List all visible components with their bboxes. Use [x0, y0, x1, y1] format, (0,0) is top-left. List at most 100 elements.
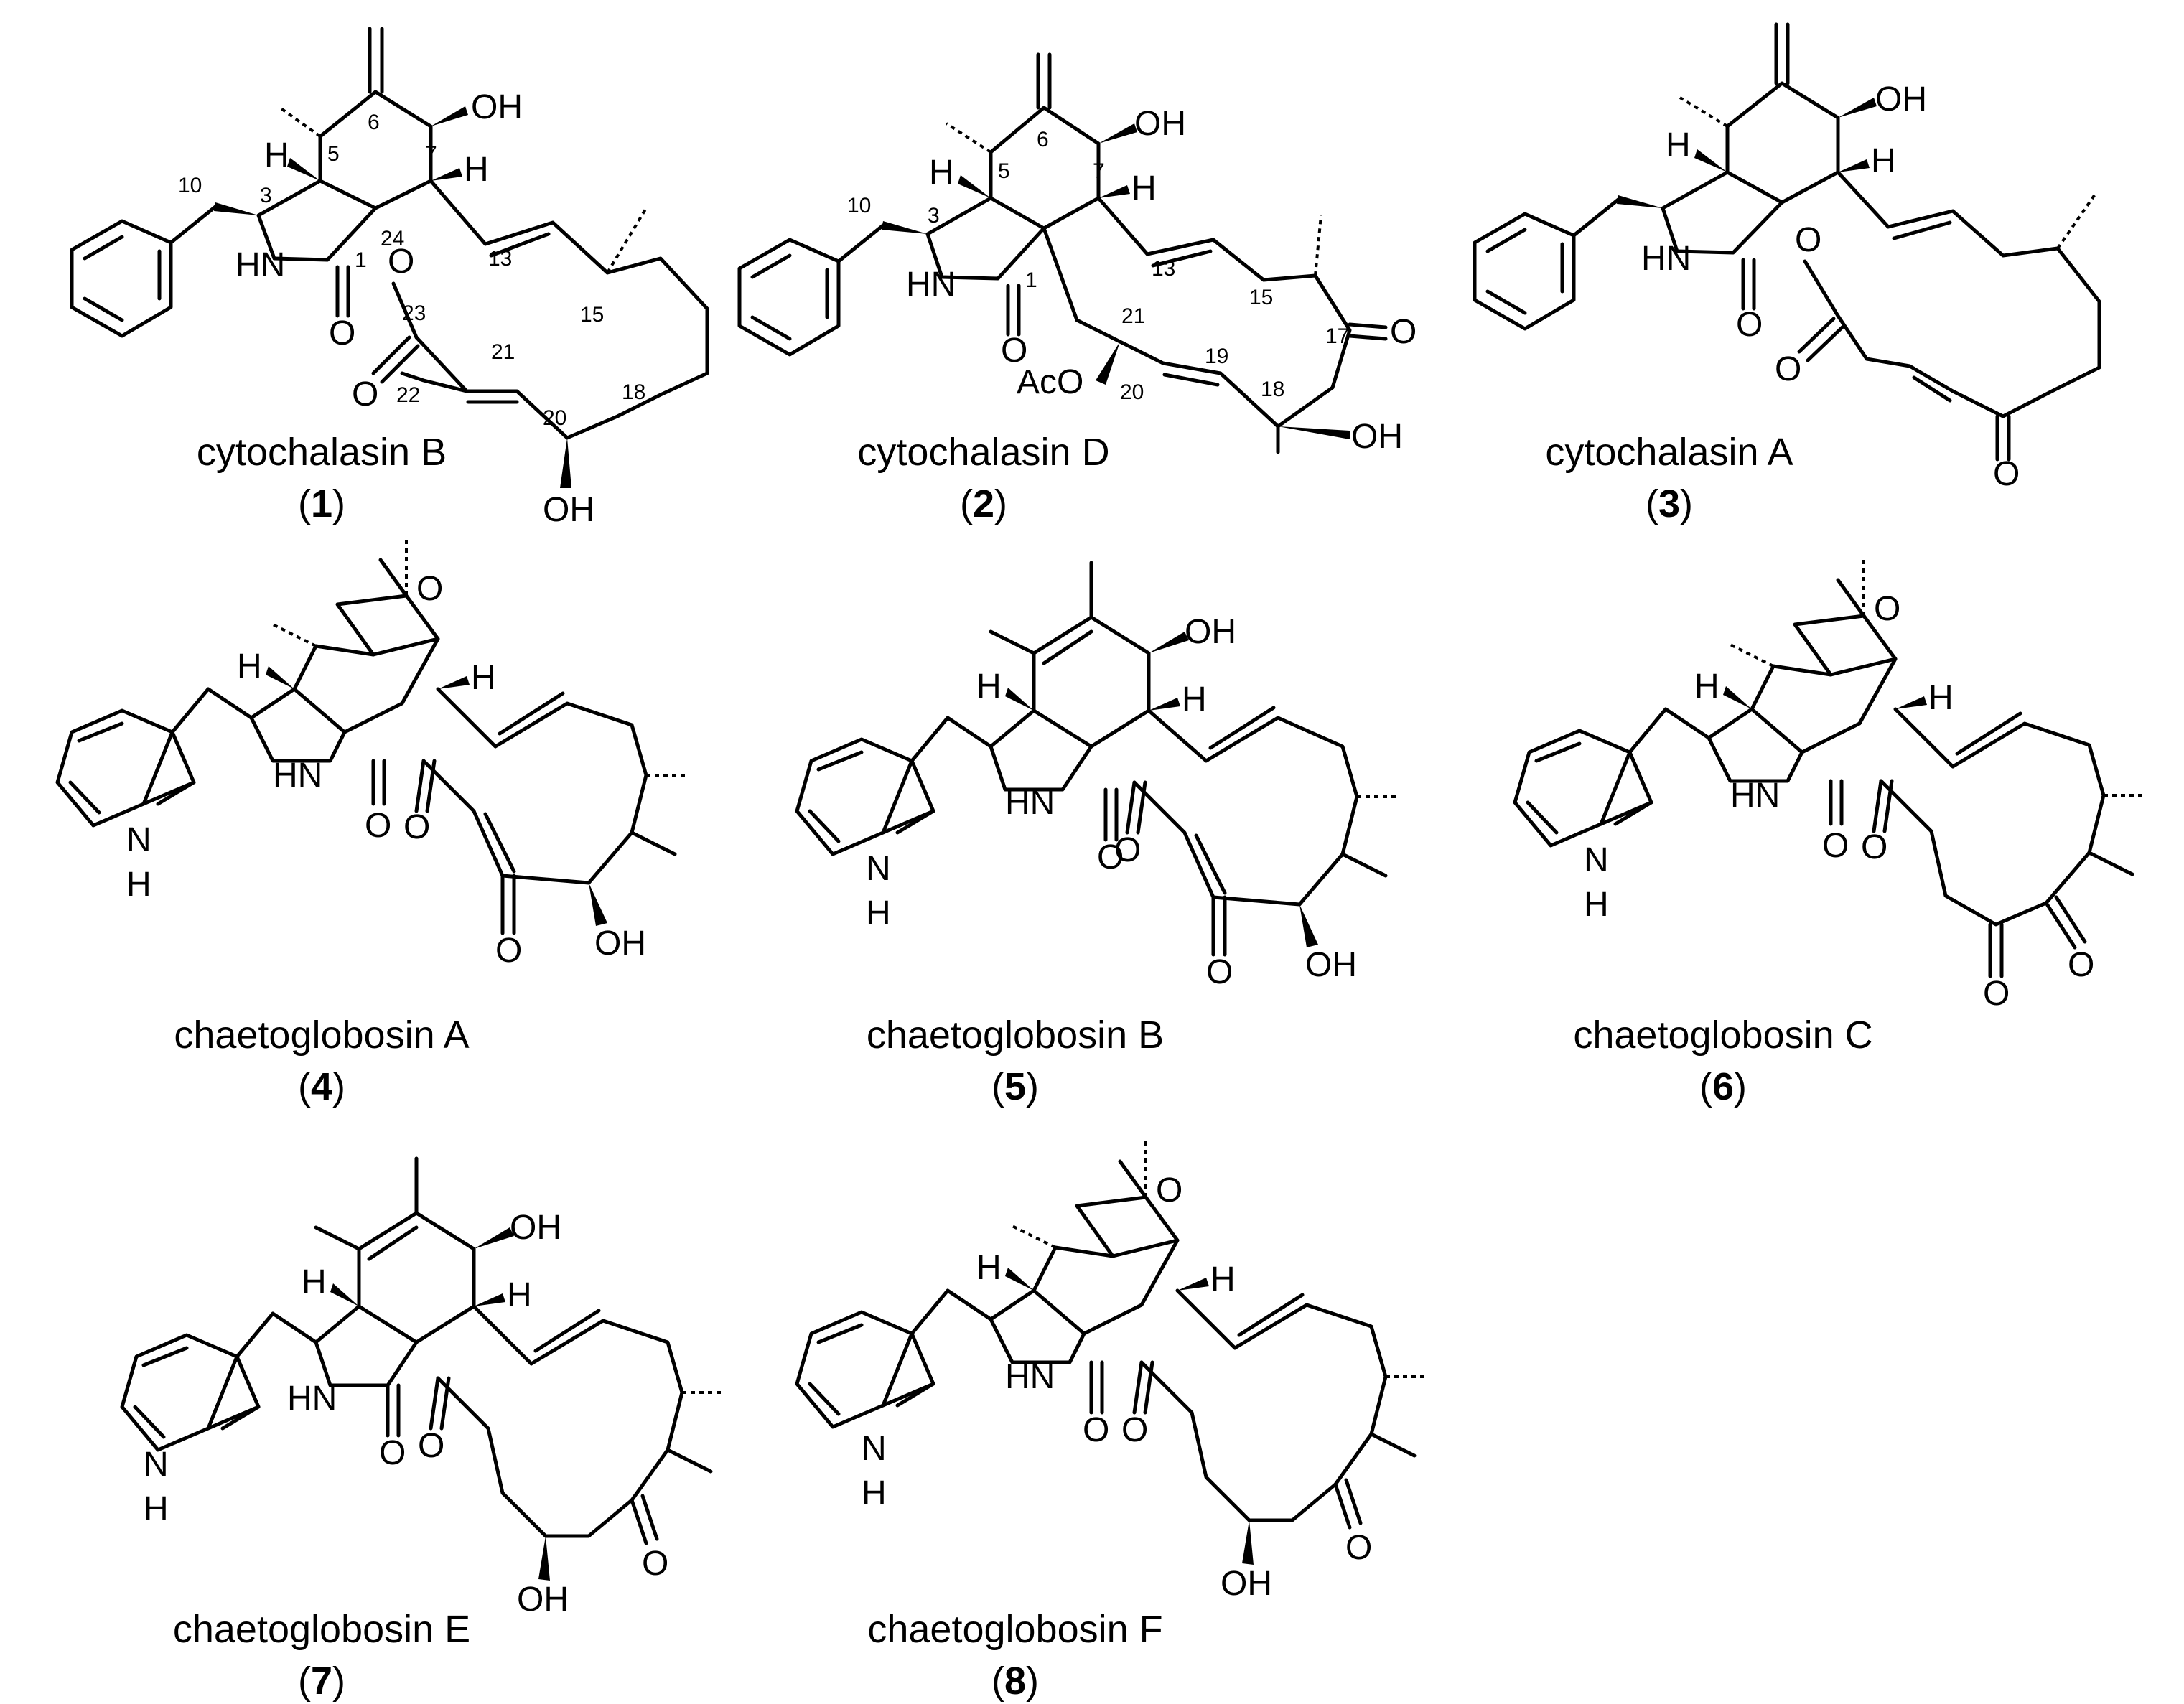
o-label: O: [1097, 838, 1124, 876]
oh-label: OH: [1221, 1565, 1272, 1603]
oh-label: OH: [543, 491, 594, 529]
compound-name: chaetoglobosin F: [867, 1608, 1162, 1651]
hn-label: HN: [1730, 777, 1780, 815]
hn-label: HN: [273, 757, 322, 795]
compound-number: (3): [1646, 482, 1693, 525]
hn-label: HN: [906, 266, 956, 304]
compound-name: cytochalasin A: [1545, 431, 1793, 474]
locant: 3: [260, 184, 272, 207]
h-label: H: [1928, 679, 1954, 717]
compound-number: (8): [991, 1659, 1039, 1703]
locant: 20: [543, 406, 566, 430]
h-label: H: [976, 668, 1002, 706]
locant: 1: [355, 248, 367, 272]
o-label: O: [329, 314, 355, 352]
h-label: H: [976, 1249, 1002, 1287]
h-label: H: [302, 1263, 327, 1301]
locant: 5: [998, 159, 1010, 183]
o-label: O: [403, 808, 430, 846]
locant: 19: [1205, 345, 1228, 368]
o-label: O: [1861, 828, 1887, 866]
structure-cytochalasin-d: OH HN O H H O OH AcO 10 3 5 6 7 1 13: [737, 52, 1417, 456]
h-label: H: [1871, 142, 1896, 180]
compound-name: chaetoglobosin E: [173, 1608, 470, 1651]
locant: 21: [1121, 304, 1145, 328]
h-label: H: [1584, 886, 1609, 924]
locant: 3: [928, 204, 940, 228]
locant: 10: [178, 174, 202, 197]
oh-label: OH: [1305, 946, 1357, 984]
locant: 24: [381, 227, 404, 251]
o-label: O: [352, 375, 378, 413]
compound-name: cytochalasin D: [857, 431, 1109, 474]
nh-label: N: [126, 821, 151, 859]
locant: 15: [580, 303, 604, 327]
locant: 17: [1325, 324, 1349, 348]
nh-label: N: [1584, 841, 1609, 879]
oh-label: OH: [517, 1581, 569, 1619]
o-label: O: [416, 570, 443, 608]
locant: 23: [402, 301, 426, 325]
h-label: H: [1210, 1260, 1236, 1298]
compound-number: (2): [960, 482, 1007, 525]
locant: 13: [1152, 257, 1175, 281]
oh-label: OH: [1134, 105, 1186, 143]
oh-label: OH: [1185, 613, 1236, 651]
o-label: O: [1001, 332, 1027, 370]
oh-label: OH: [594, 924, 646, 963]
o-label: O: [495, 932, 522, 970]
o-label: O: [365, 807, 391, 845]
o-label: O: [1874, 590, 1900, 628]
o-label: O: [418, 1427, 444, 1465]
locant: 20: [1120, 380, 1144, 404]
o-label: O: [2068, 946, 2094, 984]
o-label: O: [1983, 975, 2010, 1013]
h-label: H: [929, 154, 954, 192]
h-label: H: [464, 151, 489, 189]
locant: 18: [1261, 378, 1284, 401]
locant: 5: [327, 142, 340, 166]
locant: 22: [396, 383, 420, 407]
o-label: O: [388, 243, 414, 281]
locant: 13: [488, 247, 512, 271]
compound-name: chaetoglobosin B: [867, 1013, 1164, 1057]
hn-label: HN: [1641, 240, 1691, 278]
h-label: H: [862, 1474, 887, 1512]
h-label: H: [126, 866, 151, 904]
structure-chaetoglobosin-f: O HN O H H N H O O OH: [795, 1140, 1429, 1603]
hn-label: HN: [287, 1380, 337, 1418]
locant: 6: [368, 111, 380, 134]
structure-chaetoglobosin-a: O HN O H H N H O O OH: [55, 538, 689, 970]
compound-name: chaetoglobosin C: [1573, 1013, 1872, 1057]
oh-label: OH: [471, 88, 523, 126]
structure-chaetoglobosin-b: OH HN O H H N H O O OH: [795, 561, 1400, 991]
o-label: O: [379, 1434, 406, 1472]
oh-label: OH: [510, 1209, 561, 1247]
h-label: H: [866, 894, 891, 932]
o-label: O: [1114, 831, 1141, 869]
locant: 7: [1093, 159, 1105, 183]
nh-label: N: [144, 1446, 169, 1484]
locant: 15: [1249, 286, 1273, 309]
locant: 18: [622, 380, 645, 404]
o-label: O: [1993, 455, 2020, 493]
o-label: O: [1345, 1529, 1372, 1567]
oh-label: OH: [1875, 80, 1927, 118]
hn-label: HN: [235, 246, 285, 284]
compound-number: (4): [298, 1065, 345, 1108]
hn-label: HN: [1005, 784, 1055, 822]
locant: 7: [425, 142, 437, 166]
compound-name: chaetoglobosin A: [174, 1013, 469, 1057]
o-label: O: [1121, 1411, 1148, 1449]
locant: 1: [1025, 268, 1037, 292]
h-label: H: [264, 136, 289, 174]
h-label: H: [1694, 668, 1719, 706]
oh-label: OH: [1351, 418, 1403, 456]
o-label: O: [1390, 313, 1417, 351]
hn-label: HN: [1005, 1358, 1055, 1396]
o-label: O: [1083, 1411, 1109, 1449]
o-label: O: [1795, 221, 1821, 259]
h-label: H: [1131, 169, 1157, 207]
h-label: H: [1182, 680, 1207, 718]
